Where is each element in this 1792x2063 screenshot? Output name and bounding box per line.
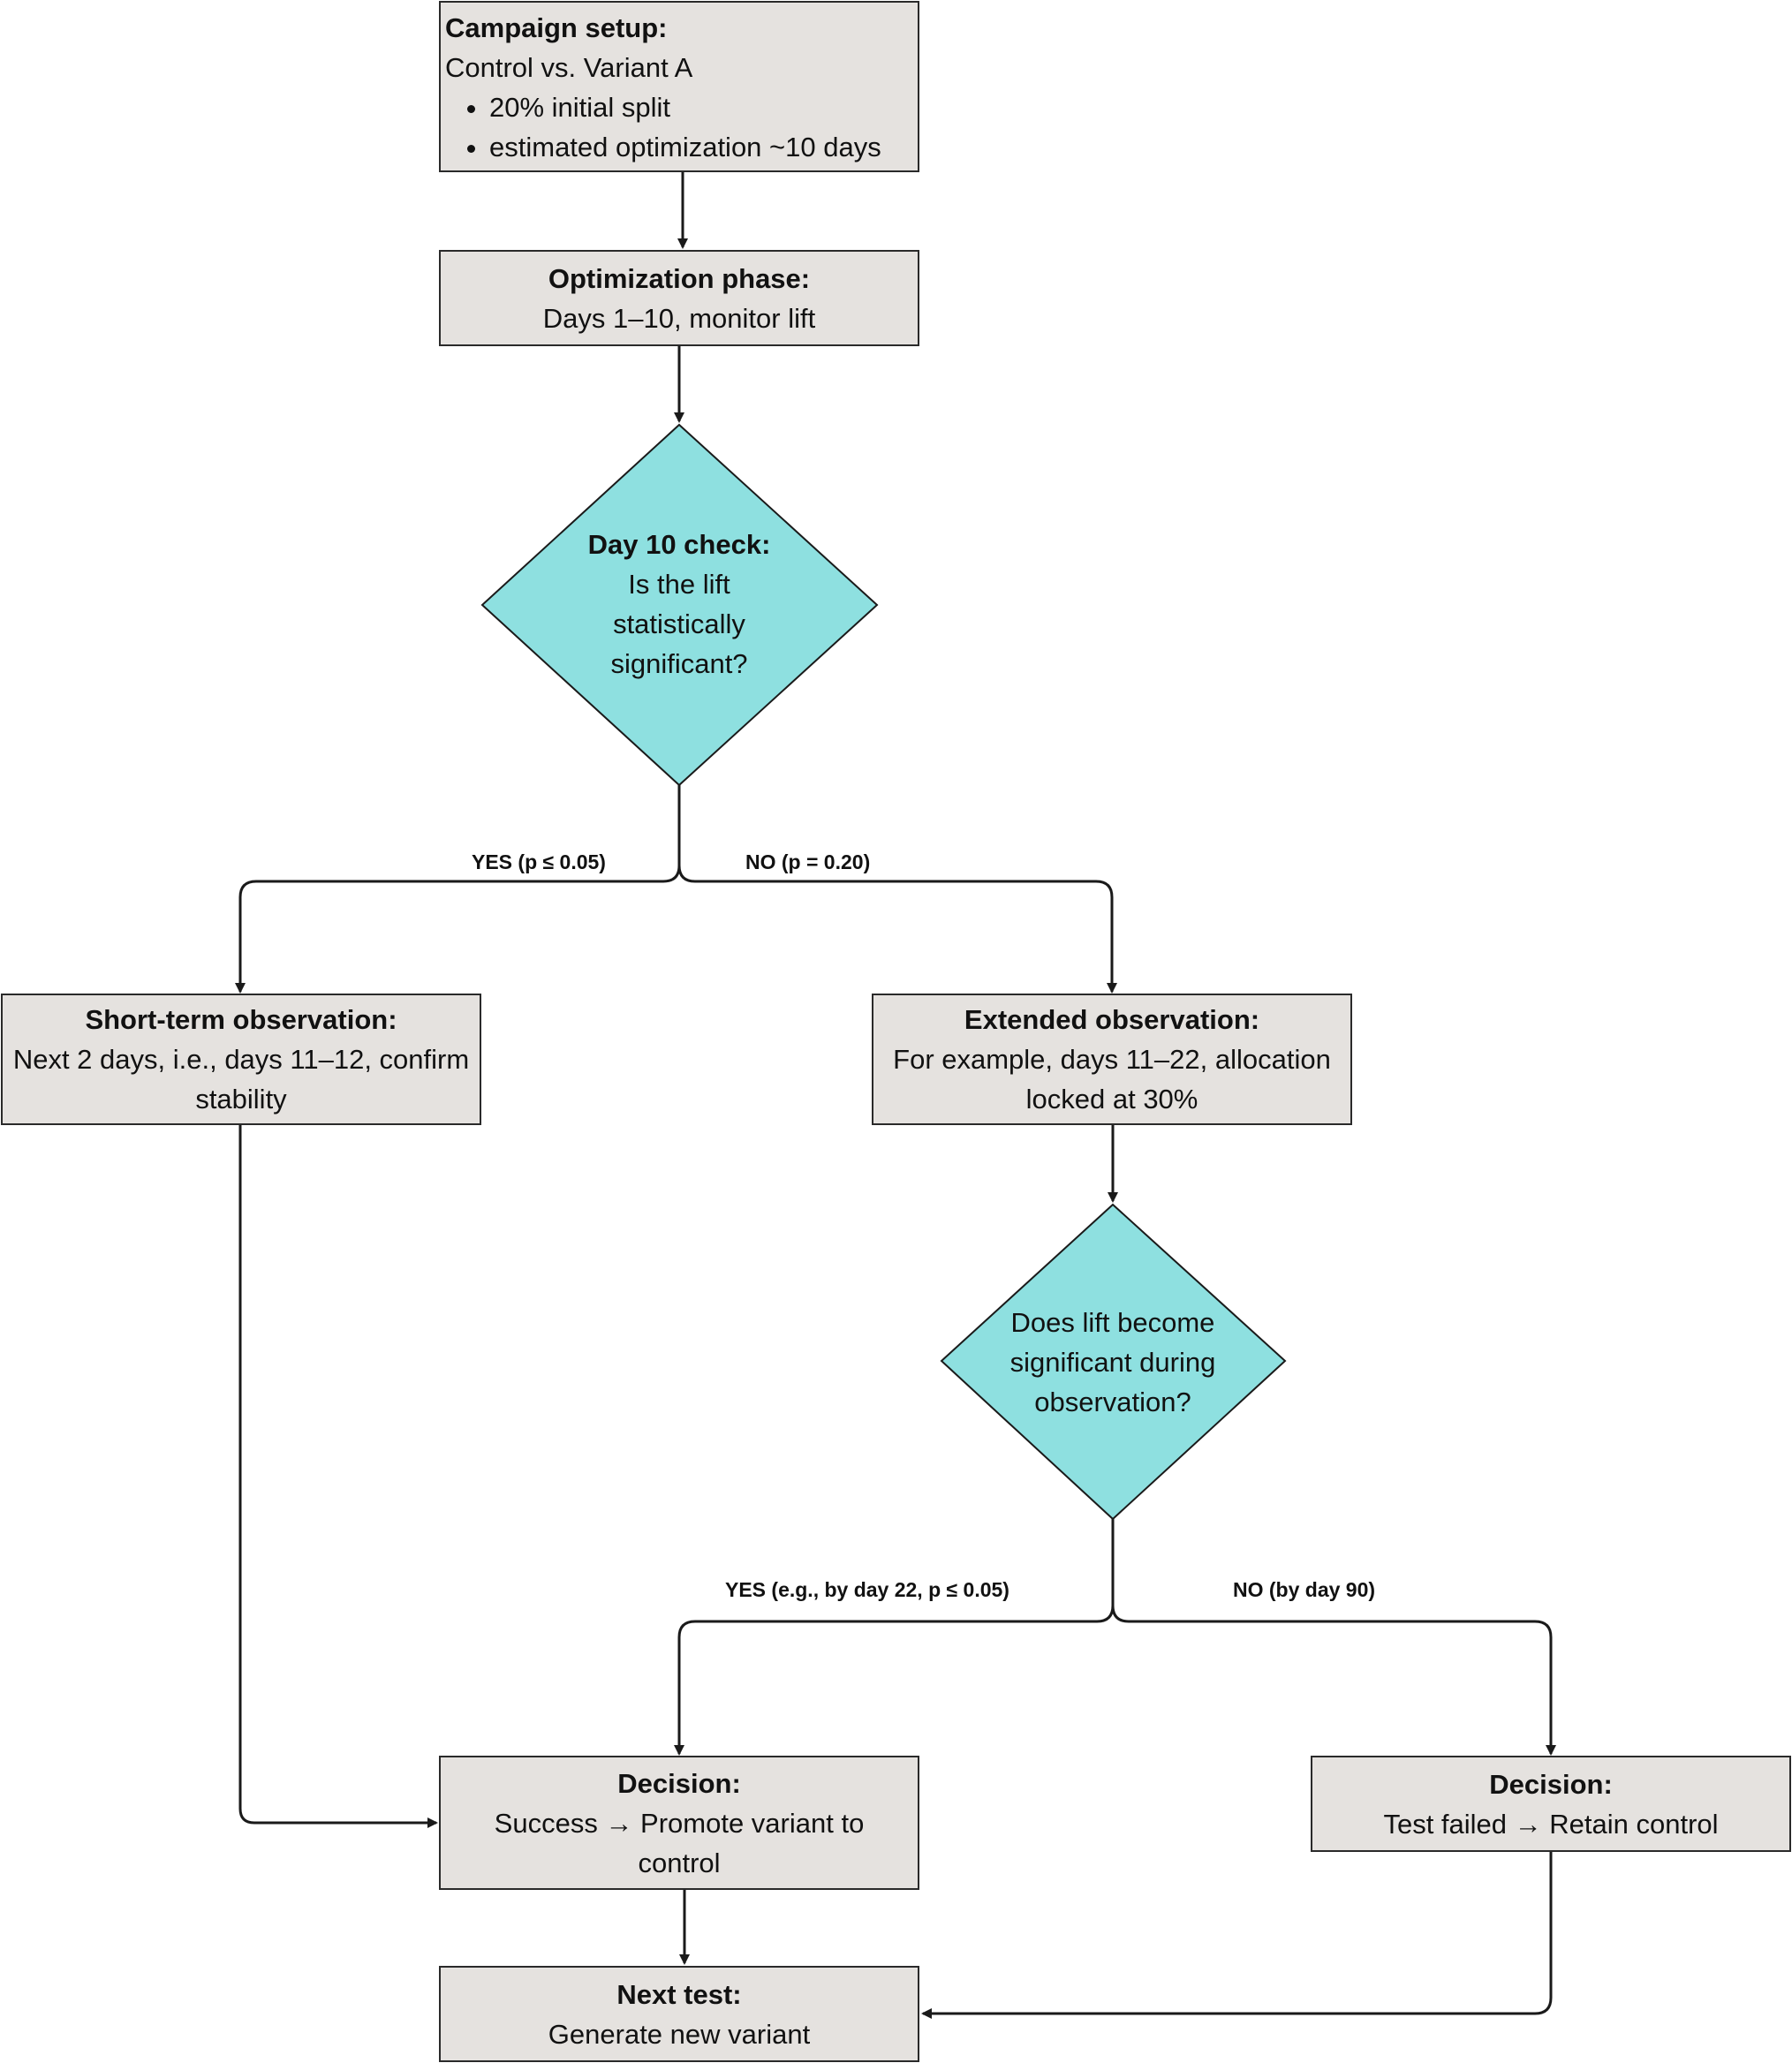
campaign-setup-title: Campaign setup: [445,12,668,43]
short-term-observation-box: Short-term observation: Next 2 days, i.e… [1,994,481,1125]
short-term-line: stability [195,1084,287,1115]
decision-success-title: Decision: [617,1767,741,1799]
extended-line: locked at 30% [1025,1084,1198,1115]
decision-success-line: Success → Promote variant to [494,1807,865,1839]
decision-failed-box: Decision: Test failed → Retain control [1311,1756,1791,1852]
campaign-setup-box: Campaign setup: Control vs. Variant A 20… [439,1,919,172]
day10-check-line: statistically [613,608,745,639]
lift-significant-line: observation? [1034,1387,1191,1417]
edge-failed-to-next-test [921,1852,1553,2019]
campaign-setup-bullet: 20% initial split [489,87,918,127]
day10-check-line: Is the lift [628,569,730,600]
edge-label-day10-no: NO (p = 0.20) [745,850,871,873]
short-term-line: Next 2 days, i.e., days 11–12, confirm [12,1044,470,1075]
next-test-box: Next test: Generate new variant [439,1966,919,2062]
edge-lift-yes [674,1519,1115,1756]
edge-short-term-to-success [238,1125,438,1828]
short-term-title: Short-term observation: [85,1004,397,1035]
lift-significant-line: significant during [1009,1347,1216,1378]
decision-failed-line: Test failed → Retain control [1383,1808,1719,1840]
day10-check-text: Day 10 check: Is the lift statistically … [529,506,829,702]
edge-label-day10-yes: YES (p ≤ 0.05) [472,850,606,873]
optimization-phase-title: Optimization phase: [548,262,811,294]
day10-check-title: Day 10 check: [587,529,771,560]
campaign-setup-bullet: estimated optimization ~10 days [489,127,918,167]
optimization-phase-line: Days 1–10, monitor lift [542,302,816,334]
next-test-title: Next test: [616,1978,742,2010]
edge-lift-no [1111,1605,1556,1756]
edge-label-lift-yes: YES (e.g., by day 22, p ≤ 0.05) [725,1578,1009,1601]
extended-line: For example, days 11–22, allocation [893,1044,1331,1075]
extended-title: Extended observation: [964,1004,1260,1035]
optimization-phase-box: Optimization phase: Days 1–10, monitor l… [439,250,919,346]
next-test-line: Generate new variant [548,2018,811,2050]
edge-day10-yes [235,785,681,994]
extended-observation-box: Extended observation: For example, days … [872,994,1352,1125]
day10-check-line: significant? [610,648,748,679]
decision-success-line: control [638,1847,721,1878]
decision-success-box: Decision: Success → Promote variant to c… [439,1756,919,1890]
campaign-setup-line: Control vs. Variant A [445,52,693,83]
lift-significant-line: Does lift become [1010,1307,1215,1338]
edge-day10-no [677,865,1117,994]
edge-label-lift-no: NO (by day 90) [1233,1578,1376,1601]
decision-failed-title: Decision: [1489,1768,1613,1800]
lift-significant-text: Does lift become significant during obse… [972,1298,1254,1426]
campaign-setup-bullets: 20% initial split estimated optimization… [445,87,918,167]
